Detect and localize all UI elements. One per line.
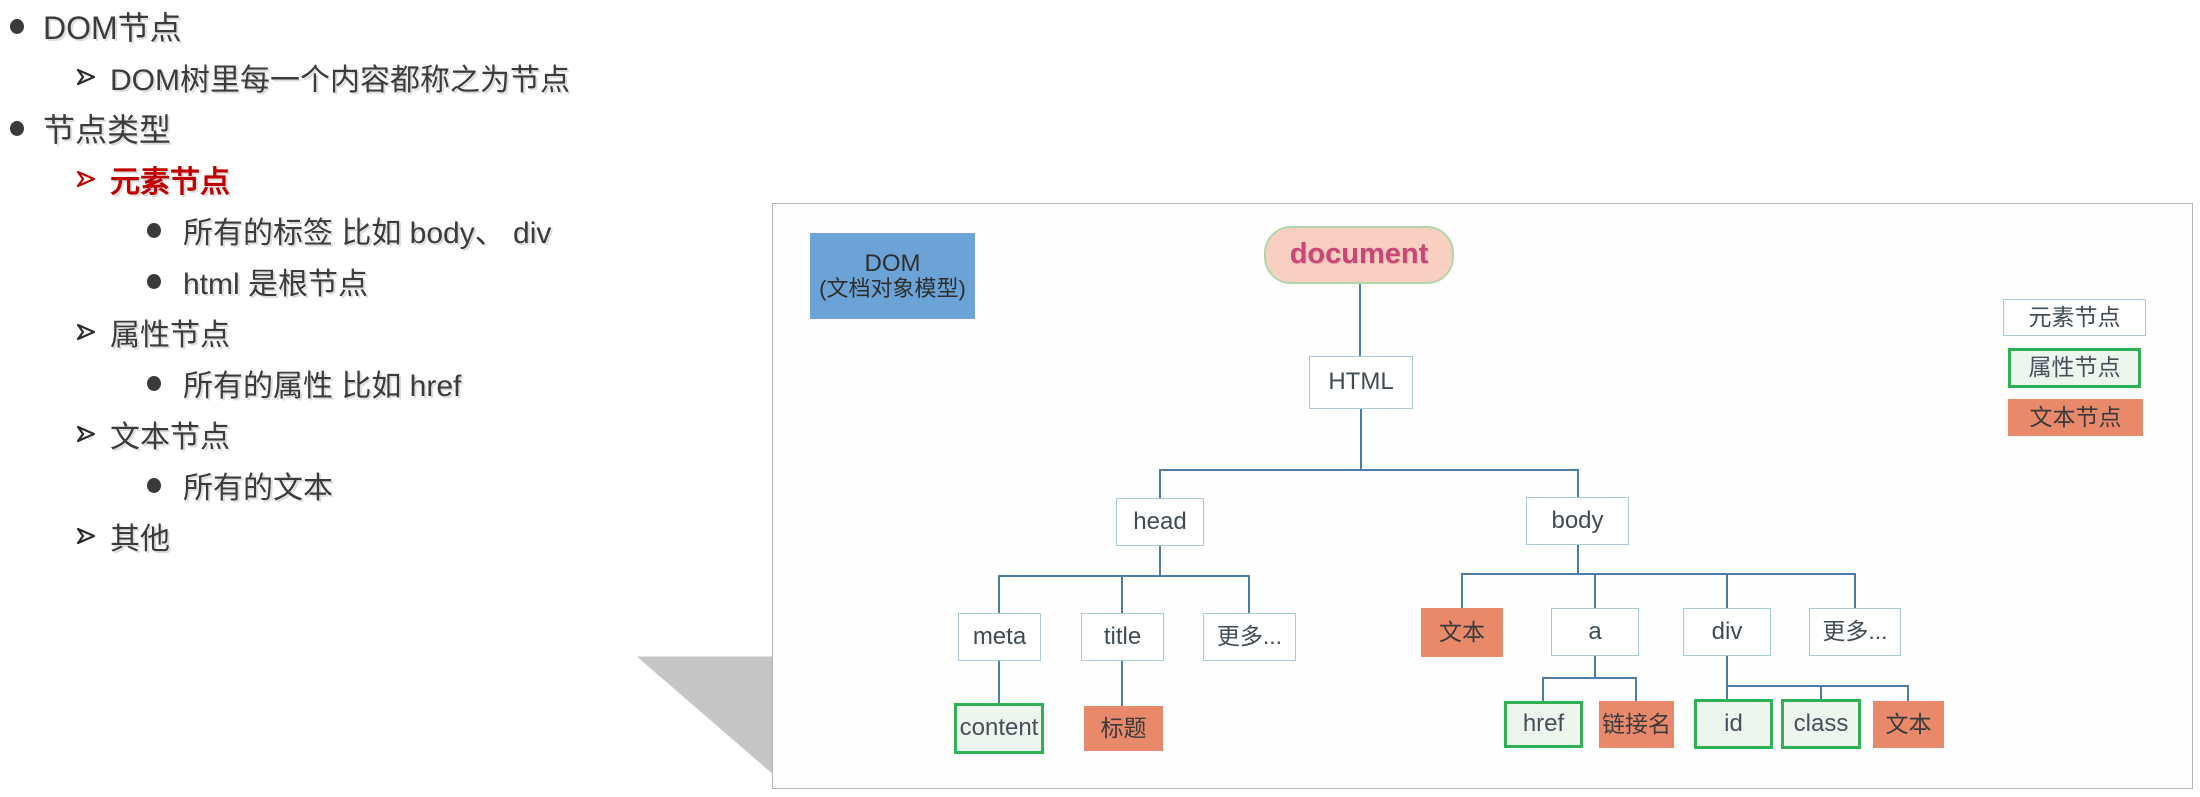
legend-text-node: 文本节点 <box>2008 399 2143 436</box>
outline-item: 所有的文本 <box>10 466 740 505</box>
arrow-icon <box>76 323 96 341</box>
node-text-under-body: 文本 <box>1421 608 1503 657</box>
node-body: body <box>1526 497 1629 545</box>
tree-connectors <box>998 284 1909 706</box>
node-more-under-head: 更多... <box>1203 613 1296 661</box>
connector-html-children <box>1159 409 1579 498</box>
outline-text: 其他 <box>110 523 170 556</box>
dom-tree-diagram: DOM (文档对象模型) document HTML head body met… <box>772 203 2193 789</box>
node-href: href <box>1504 701 1583 748</box>
dom-caption-line2: (文档对象模型) <box>819 276 966 302</box>
node-html: HTML <box>1309 356 1413 409</box>
outline-item: DOM树里每一个内容都称之为节点 <box>10 58 740 97</box>
outline-item: html 是根节点 <box>10 262 740 301</box>
outline-item: 属性节点 <box>10 313 740 352</box>
node-title: title <box>1081 613 1164 661</box>
dom-caption-box: DOM (文档对象模型) <box>810 233 975 319</box>
node-text-under-div: 文本 <box>1873 701 1944 748</box>
node-meta: meta <box>958 613 1041 661</box>
outline-text: 节点类型 <box>43 112 172 148</box>
connector-a-children <box>1542 656 1637 701</box>
node-title-text: 标题 <box>1084 706 1163 751</box>
node-id: id <box>1694 699 1773 749</box>
outline-item: 文本节点 <box>10 415 740 454</box>
panel-shadow <box>636 656 773 774</box>
outline-text: 元素节点 <box>110 166 230 199</box>
bullet-icon <box>10 18 24 34</box>
bullet-icon <box>147 273 161 289</box>
outline-text: 文本节点 <box>110 421 230 454</box>
outline-item: 其他 <box>10 517 740 556</box>
outline-item: 所有的标签 比如 body、 div <box>10 211 740 250</box>
node-head: head <box>1116 498 1204 546</box>
outline-item-highlighted: 元素节点 <box>10 160 740 199</box>
bullet-icon <box>147 222 161 238</box>
outline-item: 节点类型 <box>10 109 740 148</box>
bullet-icon <box>147 375 161 391</box>
arrow-icon <box>76 170 96 188</box>
connector-div-children <box>1726 656 1909 701</box>
arrow-icon <box>76 68 96 86</box>
node-a: a <box>1551 608 1639 656</box>
outline-text: 所有的属性 比如 href <box>183 370 462 403</box>
legend-element-node: 元素节点 <box>2003 299 2146 336</box>
node-content: content <box>954 703 1044 754</box>
outline-text: 属性节点 <box>110 319 230 352</box>
arrow-icon <box>76 425 96 443</box>
outline-text: DOM树里每一个内容都称之为节点 <box>110 64 570 97</box>
outline-text: html 是根节点 <box>183 268 369 301</box>
outline-text: DOM节点 <box>43 10 182 46</box>
outline-text: 所有的标签 比如 body、 div <box>183 217 552 250</box>
outline-text: 所有的文本 <box>183 472 333 505</box>
outline-item: DOM节点 <box>10 7 740 46</box>
node-more-under-body: 更多... <box>1809 608 1901 656</box>
connector-body-children <box>1461 545 1856 608</box>
outline-list: DOM节点 DOM树里每一个内容都称之为节点 节点类型 元素节点 所有的标签 比… <box>10 7 740 568</box>
arrow-icon <box>76 527 96 545</box>
node-div: div <box>1683 608 1771 656</box>
bullet-icon <box>147 477 161 493</box>
dom-caption-line1: DOM <box>864 249 921 277</box>
legend-attribute-node: 属性节点 <box>2008 348 2141 388</box>
outline-item: 所有的属性 比如 href <box>10 364 740 403</box>
node-link-name: 链接名 <box>1599 701 1674 748</box>
bullet-icon <box>10 120 24 136</box>
connector-head-children <box>998 546 1250 613</box>
node-class: class <box>1781 699 1861 749</box>
node-document: document <box>1264 226 1454 284</box>
